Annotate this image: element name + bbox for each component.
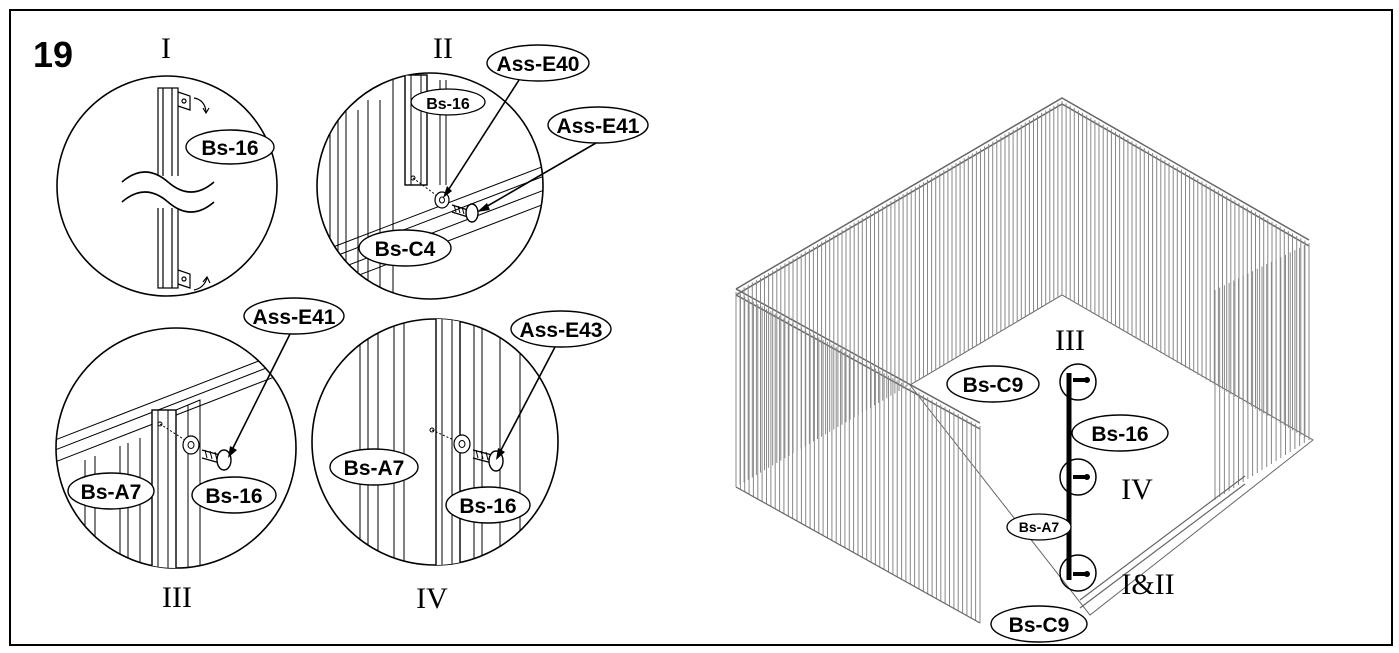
callout-IV: IV	[1121, 473, 1153, 506]
leader-line	[499, 346, 556, 453]
label-ass-e41: Ass-E41	[557, 115, 640, 138]
callout-circle-III	[1059, 363, 1097, 401]
detail-I-title: I	[161, 32, 171, 65]
callout-circle-I-II	[1059, 554, 1097, 592]
detail-IV: IV Ass-E43 Bs-A7 Bs-16	[311, 310, 612, 615]
detail-II: II Bs-16	[316, 32, 649, 300]
label-bs-c9-bottom: Bs-C9	[1009, 614, 1070, 637]
label-bs-c9-top: Bs-C9	[963, 374, 1024, 397]
leader-line	[446, 79, 520, 193]
label-bs16-oval	[191, 476, 277, 514]
shed-overview: III IV I&II Bs-C9 Bs-16 Bs-A7 Bs-C9	[735, 97, 1314, 643]
label-bs16: Bs-16	[1091, 423, 1148, 446]
label-bs16-oval	[410, 88, 486, 116]
leader-line	[231, 333, 291, 451]
label-bs-a7: Bs-A7	[81, 481, 142, 504]
label-bs-a7-oval	[329, 448, 419, 486]
label-bs16: Bs-16	[426, 96, 470, 113]
label-bs-c9-oval	[946, 365, 1040, 403]
wall-joint-drawing	[56, 344, 296, 568]
detail-IV-title: IV	[416, 582, 448, 615]
callout-III: III	[1055, 324, 1085, 357]
wall-right-end	[1214, 243, 1310, 500]
callout-I-II: I&II	[1121, 568, 1174, 601]
label-ass-e40: Ass-E40	[497, 53, 580, 76]
label-bs16: Bs-16	[459, 495, 516, 518]
wall-mid-drawing	[359, 319, 521, 565]
label-ass-e43-oval	[510, 310, 612, 348]
label-bs16: Bs-16	[201, 137, 258, 160]
bottom-rails	[735, 475, 1246, 624]
detail-IV-circle	[311, 318, 559, 566]
leader-line	[483, 142, 597, 209]
label-bs-c9-oval	[990, 605, 1088, 643]
arrow-head-icon	[477, 203, 490, 212]
label-ass-e41-oval	[547, 106, 649, 144]
detail-II-title: II	[433, 32, 453, 65]
label-ass-e41: Ass-E41	[253, 306, 336, 329]
label-bs-a7: Bs-A7	[344, 457, 405, 480]
detail-III-title: III	[162, 581, 192, 614]
label-bs-a7: Bs-A7	[1019, 519, 1060, 535]
detail-I: I Bs-16	[56, 32, 278, 297]
label-ass-e41-oval	[243, 297, 345, 335]
step-number: 19	[33, 34, 73, 75]
label-bs-a7-oval	[1006, 513, 1072, 541]
detail-III: III Ass-E41 Bs-A7 Bs-16	[55, 297, 345, 614]
callout-circle-IV	[1059, 458, 1097, 496]
wall-front-left	[735, 292, 981, 623]
arrow-head-icon	[228, 446, 237, 458]
arrow-head-icon	[443, 186, 452, 198]
label-ass-e43: Ass-E43	[520, 319, 603, 342]
label-bs16-oval	[185, 129, 275, 165]
label-bs-a7-oval	[67, 472, 155, 510]
label-bs-c4-oval	[358, 229, 452, 267]
arrow-head-icon	[496, 448, 505, 460]
label-ass-e40-oval	[486, 44, 590, 82]
screw-icons	[1073, 377, 1090, 577]
label-bs-c4: Bs-C4	[375, 238, 436, 261]
label-bs16-oval	[1071, 414, 1169, 452]
label-bs16-oval	[445, 486, 531, 524]
bracket-part-drawing	[120, 87, 230, 291]
label-bs16: Bs-16	[205, 485, 262, 508]
